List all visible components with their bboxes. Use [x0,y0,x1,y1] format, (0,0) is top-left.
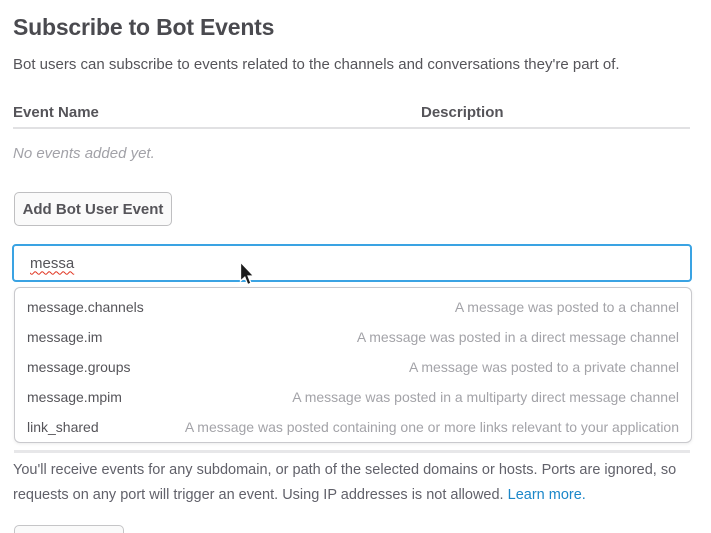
learn-more-link[interactable]: Learn more. [507,487,586,503]
suggestion-row[interactable]: message.groups A message was posted to a… [15,352,691,382]
partial-bottom-button[interactable] [14,525,124,533]
page-title: Subscribe to Bot Events [13,14,275,40]
table-header-divider [13,127,690,129]
suggestion-row[interactable]: message.mpim A message was posted in a m… [15,382,691,412]
column-header-event-name: Event Name [13,104,99,121]
suggestion-row[interactable]: link_shared A message was posted contain… [15,412,691,442]
suggestion-event-description: A message was posted to a channel [454,299,679,315]
suggestion-event-name: message.im [27,329,103,345]
suggestion-event-name: link_shared [27,419,99,435]
event-search-input[interactable]: messa [12,244,692,282]
empty-events-message: No events added yet. [13,145,155,162]
suggestion-event-name: message.channels [27,299,144,315]
suggestion-event-name: message.groups [27,359,131,375]
column-header-description: Description [421,104,504,121]
page-subtitle: Bot users can subscribe to events relate… [13,56,620,73]
section-divider [14,450,690,453]
footer-help-text: You'll receive events for any subdomain,… [13,458,703,508]
suggestion-event-name: message.mpim [27,389,122,405]
event-search-value: messa [30,254,75,272]
suggestion-row[interactable]: message.channels A message was posted to… [15,292,691,322]
footer-help-line2: requests on any port will trigger an eve… [13,487,586,503]
footer-help-line1: You'll receive events for any subdomain,… [13,462,677,478]
add-bot-user-event-button[interactable]: Add Bot User Event [14,192,172,226]
suggestion-event-description: A message was posted in a direct message… [356,329,679,345]
suggestion-event-description: A message was posted to a private channe… [408,359,679,375]
event-suggestions-dropdown: message.channels A message was posted to… [14,287,692,443]
suggestion-event-description: A message was posted containing one or m… [184,419,679,435]
suggestion-row[interactable]: message.im A message was posted in a dir… [15,322,691,352]
suggestion-event-description: A message was posted in a multiparty dir… [292,389,679,405]
